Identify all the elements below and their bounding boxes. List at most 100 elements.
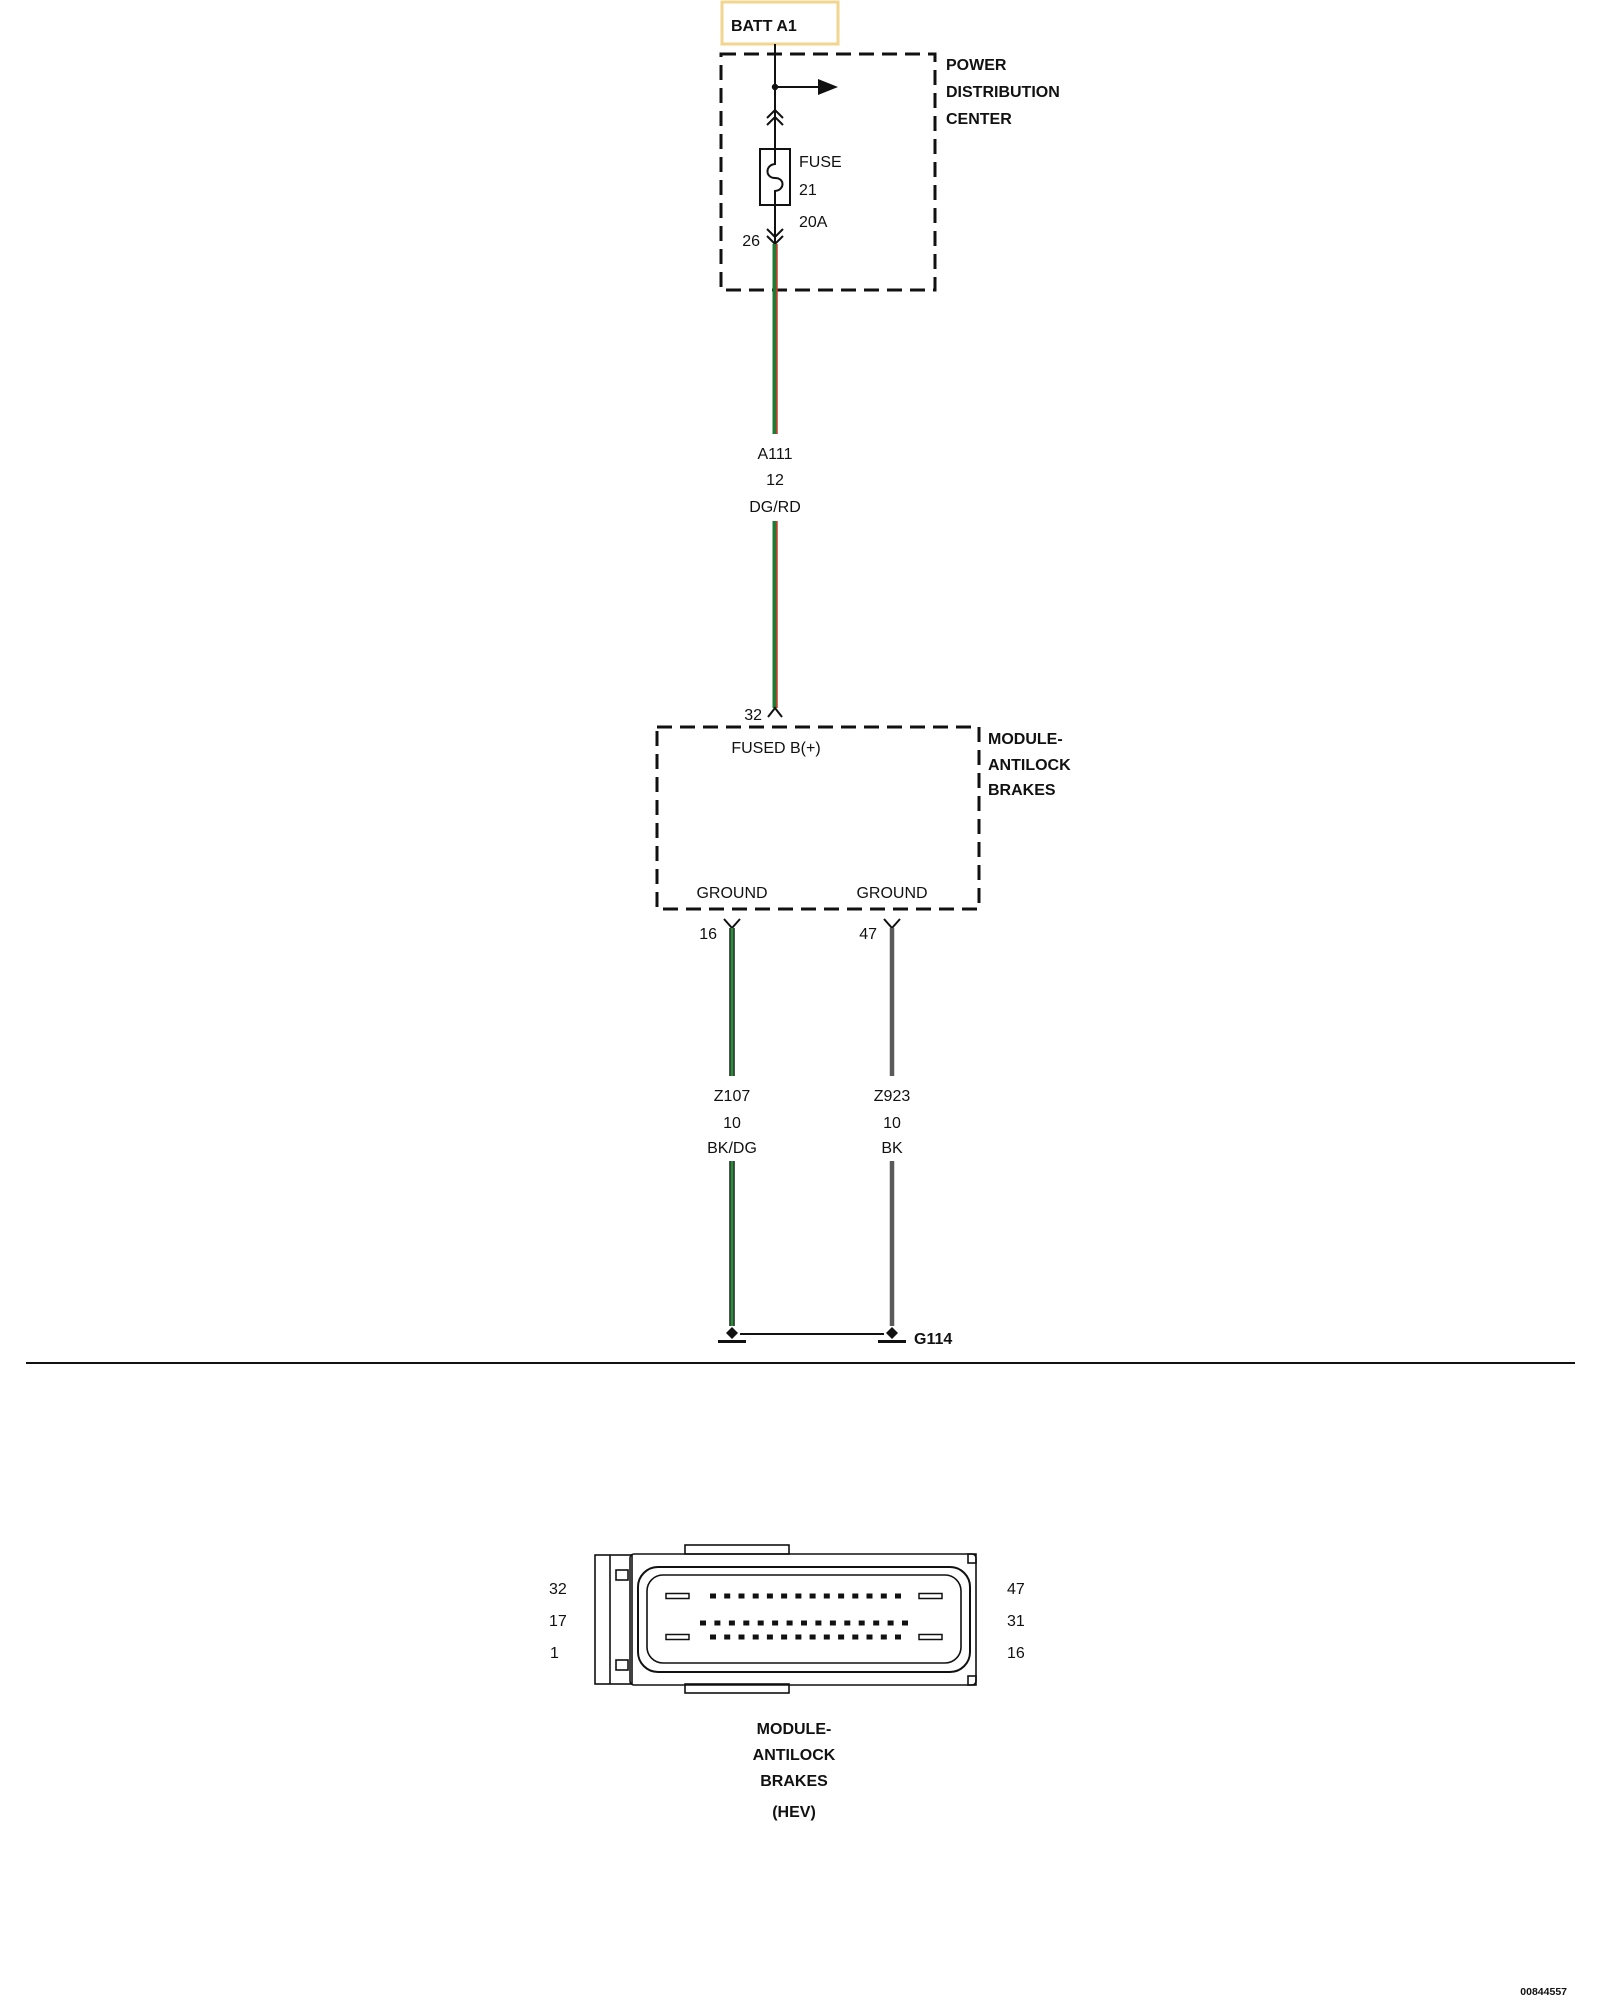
power-distribution-center: POWER DISTRIBUTION CENTER FUSE 21 20A 26 [719, 44, 1060, 292]
connector-pin [795, 1593, 802, 1599]
connector-blade-terminal [665, 1633, 690, 1641]
connector-pin [873, 1620, 880, 1626]
connector-pin [700, 1620, 706, 1626]
connector-caption-line-3: BRAKES [760, 1773, 828, 1790]
connector-right-pin-row-3: 16 [1007, 1645, 1025, 1662]
fuse-element [766, 149, 784, 205]
ground-label: G114 [914, 1331, 952, 1348]
abs-pin-47-number: 47 [859, 926, 877, 943]
connector-pin [866, 1593, 873, 1599]
connector-pin [710, 1634, 716, 1640]
connector-pin [781, 1634, 788, 1640]
connector-pin [880, 1593, 887, 1599]
connector-caption-line-4: (HEV) [772, 1804, 816, 1821]
pdc-name-line-1: POWER [946, 57, 1007, 74]
wire-z107: Z107 10 BK/DG [707, 928, 757, 1326]
abs-pin-47-function: GROUND [856, 885, 927, 902]
pdc-name-line-3: CENTER [946, 111, 1012, 128]
connector-pin [710, 1593, 716, 1599]
abs-module-name-line-2: ANTILOCK [988, 757, 1071, 774]
connector-pin [838, 1593, 845, 1599]
pdc-dashed-outline [719, 52, 937, 292]
connector-pin [724, 1593, 731, 1599]
connector-pin [815, 1620, 822, 1626]
figure-number: 00844557 [1520, 1986, 1567, 1998]
connector-blade-terminal [918, 1633, 943, 1641]
connector-blade-terminal [918, 1592, 943, 1600]
ground-terminal-z923-icon [886, 1327, 898, 1339]
pdc-name-line-2: DISTRIBUTION [946, 84, 1060, 101]
connector-shroud-inner [646, 1574, 962, 1664]
connector-pin [895, 1593, 901, 1599]
fuse-label: FUSE [799, 154, 842, 171]
connector-pin [887, 1620, 894, 1626]
wire-a111-circuit: A111 [758, 446, 793, 463]
connector-latch-lock-top [615, 1569, 629, 1581]
connector-pin [757, 1620, 764, 1626]
connector-left-pin-row-3: 1 [550, 1645, 559, 1662]
abs-module: 32 FUSED B(+) MODULE- ANTILOCK BRAKES GR… [655, 706, 1071, 943]
connector-pin [858, 1620, 865, 1626]
pdc-connector-chevron-upper-2 [766, 115, 784, 126]
connector-pin [766, 1634, 773, 1640]
connector-pin [786, 1620, 793, 1626]
wire-z923: Z923 10 BK [874, 928, 910, 1326]
connector-pin [766, 1593, 773, 1599]
connector-pin [852, 1593, 859, 1599]
power-source-label: BATT A1 [731, 18, 797, 35]
ground-bar-z923 [878, 1340, 906, 1343]
wire-z107-gauge: 10 [723, 1115, 741, 1132]
connector-pin [809, 1593, 816, 1599]
fuse-number: 21 [799, 182, 817, 199]
connector-pin [844, 1620, 851, 1626]
power-source: BATT A1 [720, 0, 840, 46]
connector-left-pin-row-1: 32 [549, 1581, 567, 1598]
connector-pin [724, 1634, 731, 1640]
connector-pin [743, 1620, 750, 1626]
pdc-connector-chevron-lower-1 [766, 228, 784, 239]
connector-pin [752, 1593, 759, 1599]
connector-pin [823, 1593, 830, 1599]
abs-pin-16-function: GROUND [696, 885, 767, 902]
connector-pin [752, 1634, 759, 1640]
connector-blade-terminal [665, 1592, 690, 1600]
connector-pin [895, 1634, 901, 1640]
ground-g114: G114 [718, 1327, 952, 1348]
connector-caption-line-2: ANTILOCK [753, 1747, 836, 1764]
bus-arrow-head [818, 79, 838, 95]
connector-right-pin-row-2: 31 [1007, 1613, 1025, 1630]
connector-right-pin-row-1: 47 [1007, 1581, 1025, 1598]
wire-a111: A111 12 DG/RD [749, 244, 801, 708]
connector-pin [738, 1634, 745, 1640]
connector-pin [809, 1634, 816, 1640]
connector-pin [880, 1634, 887, 1640]
connector-left-pin-row-2: 17 [549, 1613, 567, 1630]
fuse-rating: 20A [799, 214, 828, 231]
connector-pin [795, 1634, 802, 1640]
connector-pin-field [665, 1592, 943, 1641]
wire-z107-color-code: BK/DG [707, 1140, 757, 1157]
abs-module-name-line-3: BRAKES [988, 782, 1056, 799]
connector-pin [801, 1620, 807, 1626]
connector-notch-bottom-right [967, 1675, 977, 1686]
connector-latch-lock-bottom [615, 1659, 629, 1671]
ground-bar-z107 [718, 1340, 746, 1343]
connector-body [629, 1553, 977, 1686]
wire-a111-gauge: 12 [766, 472, 784, 489]
pdc-cavity-number: 26 [742, 233, 760, 250]
connector-pin [772, 1620, 779, 1626]
abs-pin-32-number: 32 [744, 707, 762, 724]
connector-bottom-tab [684, 1683, 790, 1694]
ground-terminal-z107-icon [726, 1327, 738, 1339]
connector-pin [738, 1593, 745, 1599]
connector-pin [829, 1620, 836, 1626]
connector-pin [866, 1634, 873, 1640]
abs-pin-32-function: FUSED B(+) [731, 740, 820, 757]
connector-pin [852, 1634, 859, 1640]
connector-pin [728, 1620, 735, 1626]
connector-pin [823, 1634, 830, 1640]
connector-caption-line-1: MODULE- [757, 1721, 832, 1738]
connector-notch-top-right [967, 1553, 977, 1564]
